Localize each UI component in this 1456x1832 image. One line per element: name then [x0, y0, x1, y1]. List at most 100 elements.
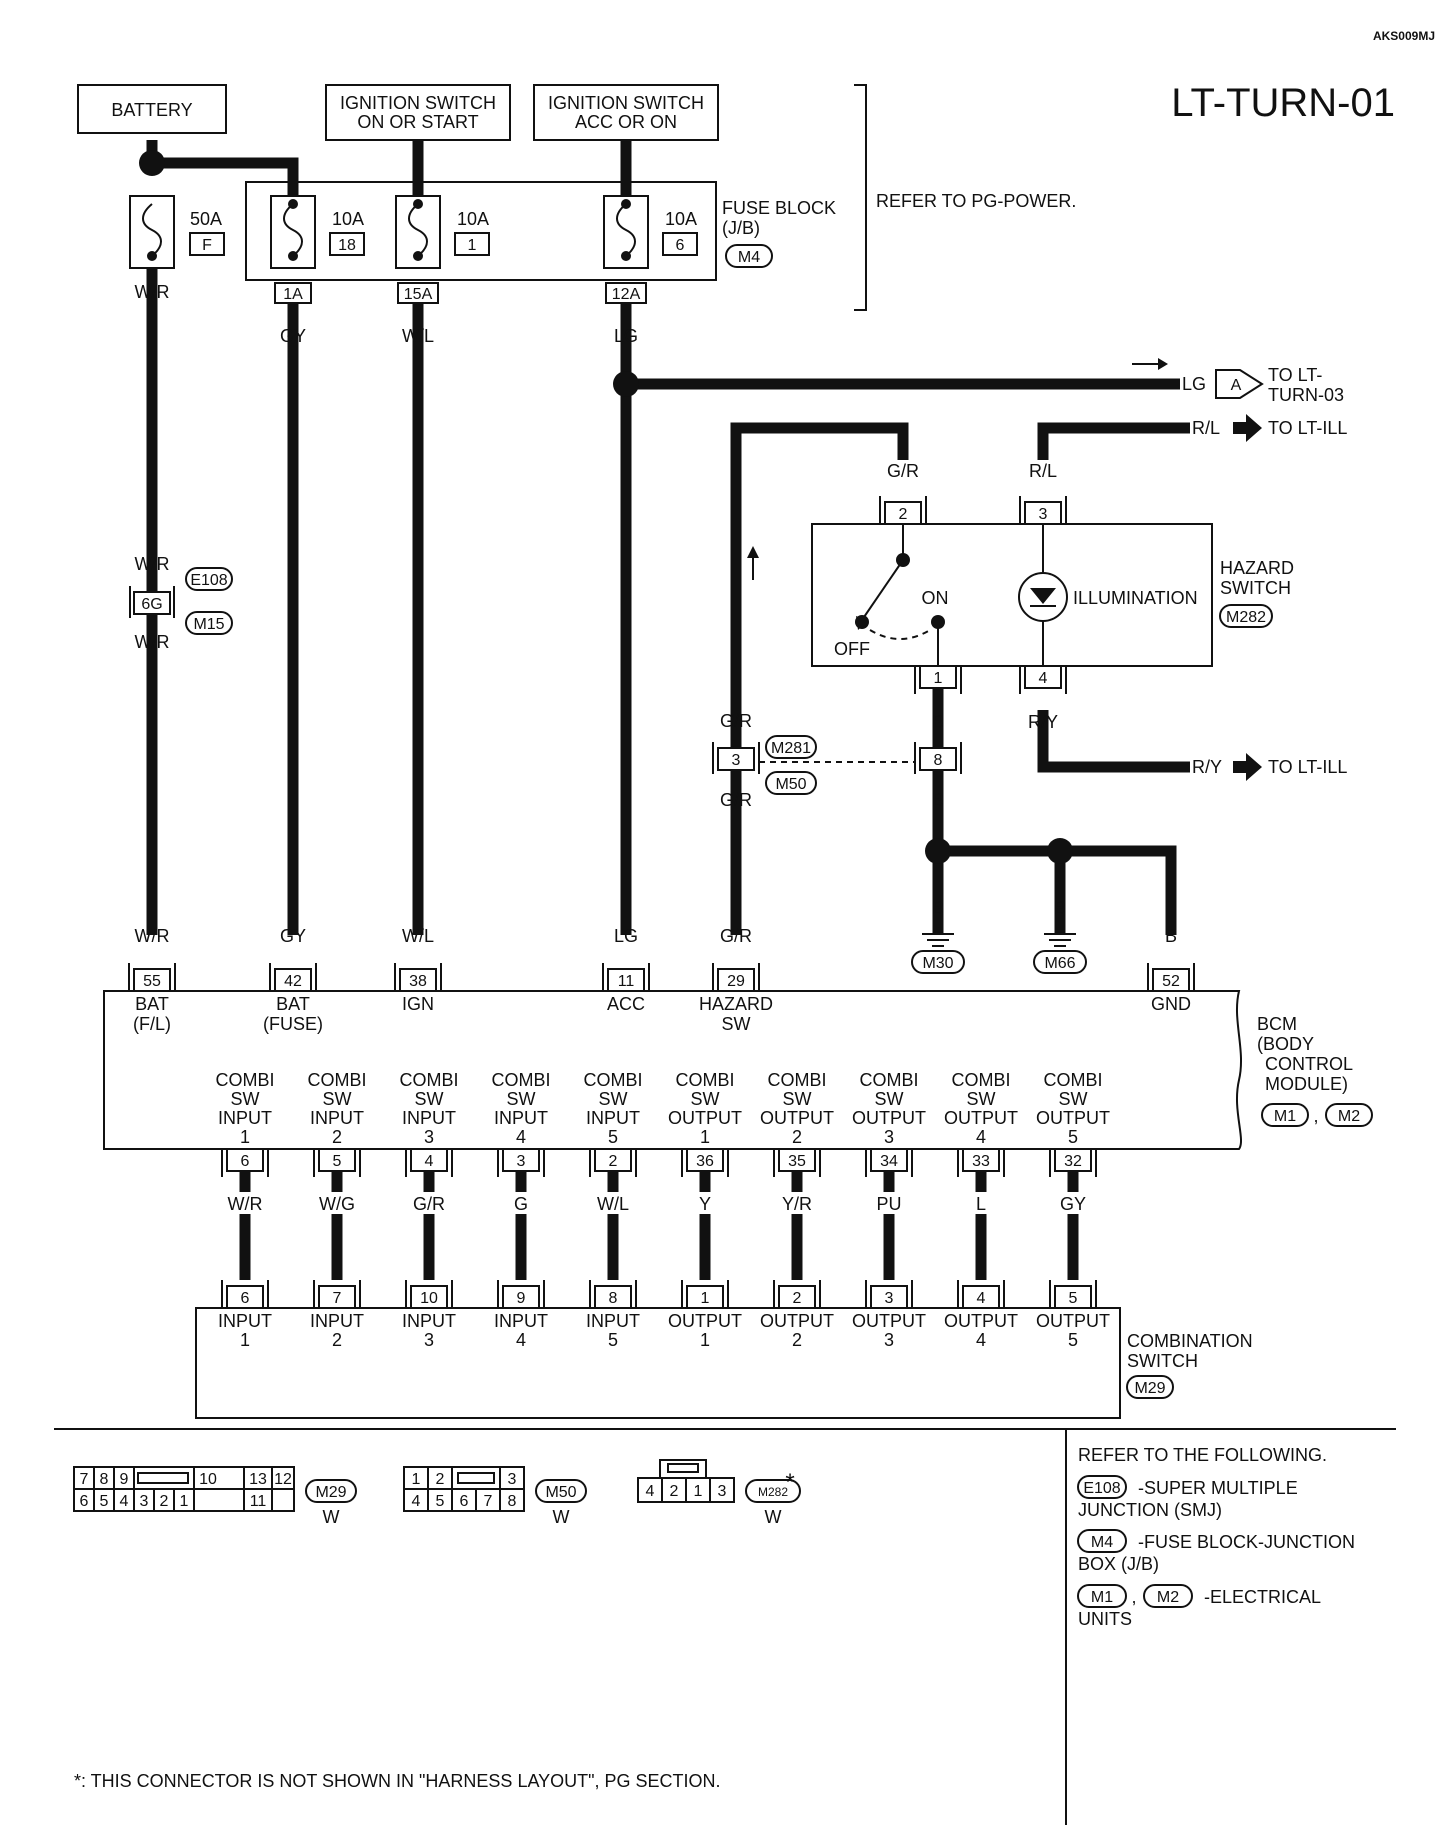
terminal-number: 11 — [618, 973, 635, 990]
combi-sw-terminal-name: 3 — [884, 1127, 894, 1147]
battery-label: BATTERY — [111, 100, 192, 120]
terminal-box — [1152, 968, 1190, 992]
terminal-name: 4 — [516, 1330, 526, 1350]
cell: 4 — [412, 1493, 421, 1510]
wire-label: G/R — [413, 1194, 445, 1214]
terminal-box — [919, 665, 957, 689]
diagram-code: AKS009MJ — [1373, 29, 1435, 43]
terminal-box — [274, 968, 312, 992]
terminal-bracket — [865, 1149, 913, 1177]
fuse-number: 18 — [338, 237, 356, 254]
cell: 9 — [120, 1471, 129, 1488]
combi-sw-terminal-name: INPUT — [218, 1108, 272, 1128]
cell: 2 — [670, 1483, 679, 1500]
terminal-bracket — [128, 963, 176, 991]
terminal-box — [1054, 1285, 1092, 1309]
joint-terminal-box — [133, 591, 171, 615]
terminal-name: IGN — [402, 994, 434, 1014]
cell: 2 — [160, 1493, 169, 1510]
refer-pg-power: REFER TO PG-POWER. — [876, 191, 1076, 211]
cell: 5 — [100, 1493, 109, 1510]
terminal-name: 2 — [792, 1330, 802, 1350]
terminal-number: 33 — [972, 1153, 990, 1170]
switch-on-contact — [931, 615, 945, 629]
wire-r-l-to-ill — [1037, 422, 1190, 460]
wire-label-bg — [867, 1192, 911, 1214]
hazard-switch-label-1: HAZARD — [1220, 558, 1294, 578]
refer-connector-m4: M4 — [1091, 1534, 1113, 1551]
wire-label-bg — [499, 1192, 543, 1214]
refer-connector-m2: M2 — [1157, 1589, 1179, 1606]
terminal-bracket — [313, 1149, 361, 1177]
terminal-name: 1 — [700, 1330, 710, 1350]
wire-label: B — [1054, 898, 1066, 918]
terminal-name: GND — [1151, 994, 1191, 1014]
connector-tag — [1077, 1529, 1127, 1553]
fuse-terminal: 15A — [404, 286, 433, 303]
combi-sw-terminal-name: SW — [415, 1089, 444, 1109]
fuse-terminal-box — [274, 282, 312, 304]
wire-label: Y — [699, 1194, 711, 1214]
connector-face-m50: 1 2 3 4 5 6 7 8 M50 W — [403, 1466, 587, 1527]
terminal-box — [318, 1148, 356, 1172]
refer-connector-e108: E108 — [1083, 1480, 1120, 1497]
wire-label-bg — [959, 1192, 1003, 1214]
connector-tag — [1219, 604, 1273, 628]
cell: 10 — [199, 1471, 217, 1488]
battery-splice-dot — [139, 150, 165, 176]
connector-face-m29: 7 8 9 10 13 12 6 5 4 3 2 1 11 M29 W — [73, 1466, 357, 1527]
terminal-bracket — [914, 666, 962, 694]
wire-label-bg — [223, 1192, 267, 1214]
wire-label: GY — [280, 926, 306, 946]
wire-label: W/G — [319, 1194, 355, 1214]
cell: 3 — [508, 1471, 517, 1488]
terminal-name: OUTPUT — [1036, 1311, 1110, 1331]
terminal-number: 42 — [284, 973, 302, 990]
terminal-name: 3 — [424, 1330, 434, 1350]
connector-lock — [137, 1472, 189, 1484]
combination-switch: 6INPUT17INPUT210INPUT39INPUT48INPUT51OUT… — [195, 1280, 1253, 1419]
fuse-number: 6 — [676, 237, 685, 254]
refer-separator: , — [1131, 1587, 1136, 1607]
wire-label: W/R — [135, 632, 170, 652]
terminal-name: 4 — [976, 1330, 986, 1350]
switch-travel-arc — [869, 629, 931, 640]
cell: 11 — [250, 1493, 267, 1510]
combi-sw-terminal-name: COMBI — [491, 1070, 550, 1090]
fuse-element — [142, 203, 162, 257]
connector-m15: M15 — [193, 616, 224, 633]
wire-label: W/L — [402, 326, 434, 346]
connector-m281: M281 — [771, 740, 811, 757]
wire-label: G/R — [887, 461, 919, 481]
terminal-number: 38 — [409, 973, 427, 990]
terminal-name: INPUT — [494, 1311, 548, 1331]
fusible-link-letter-box — [189, 232, 225, 256]
combi-sw-terminal-name: 5 — [1068, 1127, 1078, 1147]
fusible-link: 50A F W/R — [129, 195, 225, 302]
connector-tag — [1143, 1584, 1193, 1608]
terminal-box — [1054, 1148, 1092, 1172]
terminal-box — [1024, 665, 1062, 689]
cell: 3 — [140, 1493, 149, 1510]
connector-tag — [1033, 950, 1087, 974]
terminal-box — [717, 747, 755, 771]
terminal-name: OUTPUT — [944, 1311, 1018, 1331]
wire-r-y-to-ill — [1037, 710, 1190, 773]
terminal-bracket — [773, 1280, 821, 1308]
bcm-label-2: (BODY — [1257, 1034, 1314, 1054]
wire-label: W/L — [402, 926, 434, 946]
footnote: *: THIS CONNECTOR IS NOT SHOWN IN "HARNE… — [74, 1771, 721, 1791]
terminal-name: OUTPUT — [760, 1311, 834, 1331]
terminal-2: 2 — [899, 506, 908, 523]
fuse-6: 10A 6 12A LG — [603, 195, 698, 346]
wire-label: LG — [614, 926, 638, 946]
fuse-number-box — [662, 232, 698, 256]
terminal-name: ACC — [607, 994, 645, 1014]
terminal-name: 5 — [1068, 1330, 1078, 1350]
connector-tag — [765, 771, 817, 795]
combi-sw-terminal-name: SW — [783, 1089, 812, 1109]
terminal-4: 4 — [1039, 670, 1048, 687]
ignition-on-start-line1: IGNITION SWITCH — [340, 93, 496, 113]
terminal-box — [717, 968, 755, 992]
wire-label-bg — [775, 1192, 819, 1214]
